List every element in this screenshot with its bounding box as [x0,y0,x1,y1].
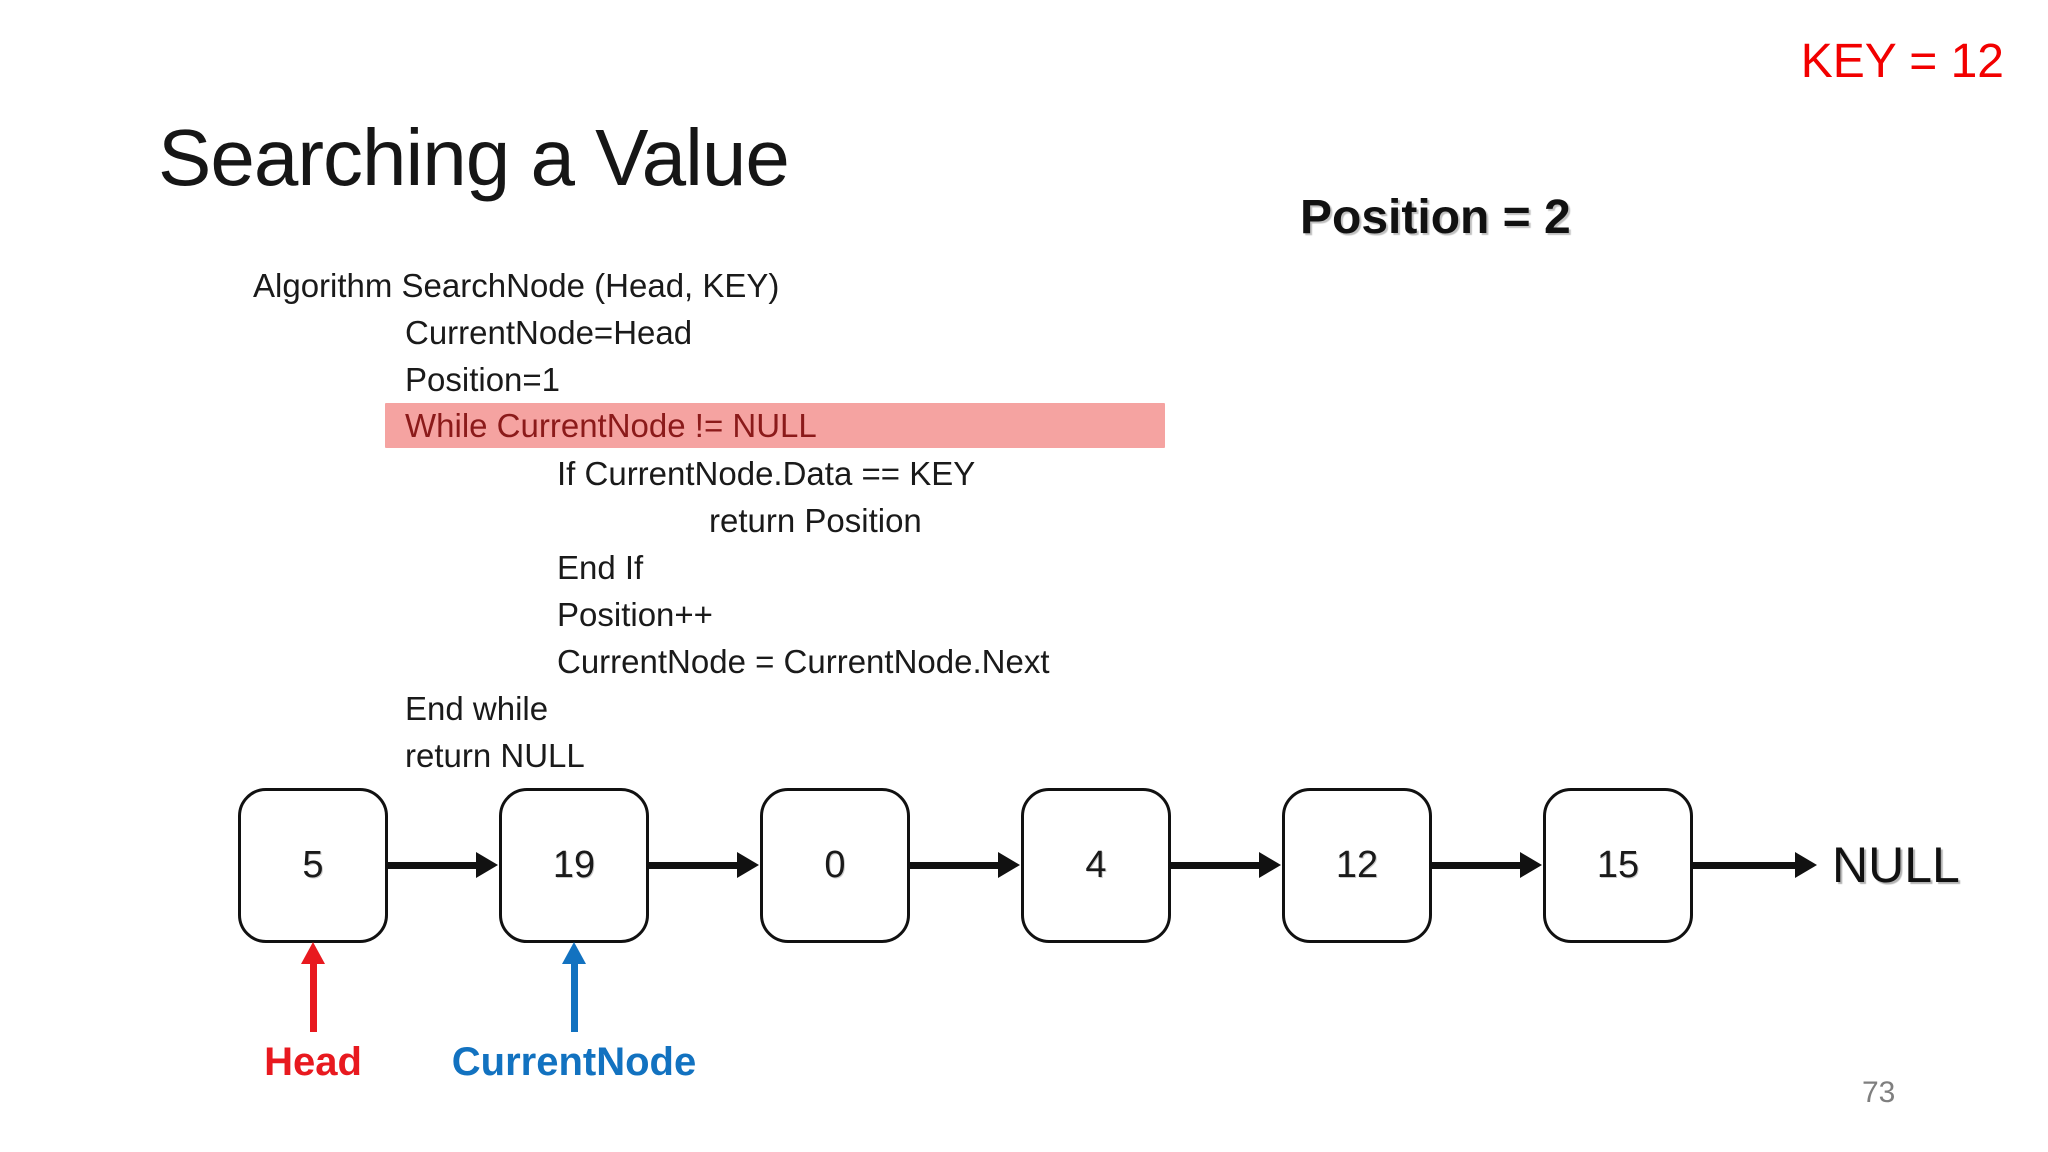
list-node-value: 15 [1596,844,1640,886]
null-terminator-label: NULL [1832,837,1960,893]
code-line: If CurrentNode.Data == KEY [557,455,976,492]
code-line: return NULL [405,737,585,774]
code-line-highlighted: While CurrentNode != NULL [385,403,1165,448]
code-line: Position++ [557,596,713,633]
list-node-value: 5 [302,844,324,886]
list-node-value: 4 [1085,844,1107,886]
next-pointer-arrow [649,852,759,878]
code-line: End If [557,549,644,586]
list-node-value: 12 [1335,844,1379,886]
currentnode-pointer-label: CurrentNode [451,1040,697,1084]
head-pointer-arrow [301,942,325,1032]
next-pointer-arrow [388,852,498,878]
code-line: CurrentNode = CurrentNode.Next [557,643,1050,680]
list-node: 12 [1282,788,1432,943]
code-line: Algorithm SearchNode (Head, KEY) [253,267,780,304]
code-line: return Position [709,502,922,539]
currentnode-pointer-arrow [562,942,586,1032]
list-node: 4 [1021,788,1171,943]
list-node-value: 19 [552,844,596,886]
next-pointer-arrow [1171,852,1281,878]
list-node: 0 [760,788,910,943]
page-title: Searching a Value [158,113,790,202]
position-value-label: Position = 2 [1300,191,1571,244]
next-pointer-arrow [1693,852,1817,878]
code-line: CurrentNode=Head [405,314,693,351]
list-node: 15 [1543,788,1693,943]
code-line: Position=1 [405,361,561,398]
next-pointer-arrow [1432,852,1542,878]
list-node-value: 0 [824,844,846,886]
key-value-label: KEY = 12 [1800,35,2004,88]
code-line: End while [405,690,549,727]
list-node: 19 [499,788,649,943]
list-node: 5 [238,788,388,943]
next-pointer-arrow [910,852,1020,878]
head-pointer-label: Head [264,1040,362,1084]
page-number: 73 [1862,1076,1896,1109]
